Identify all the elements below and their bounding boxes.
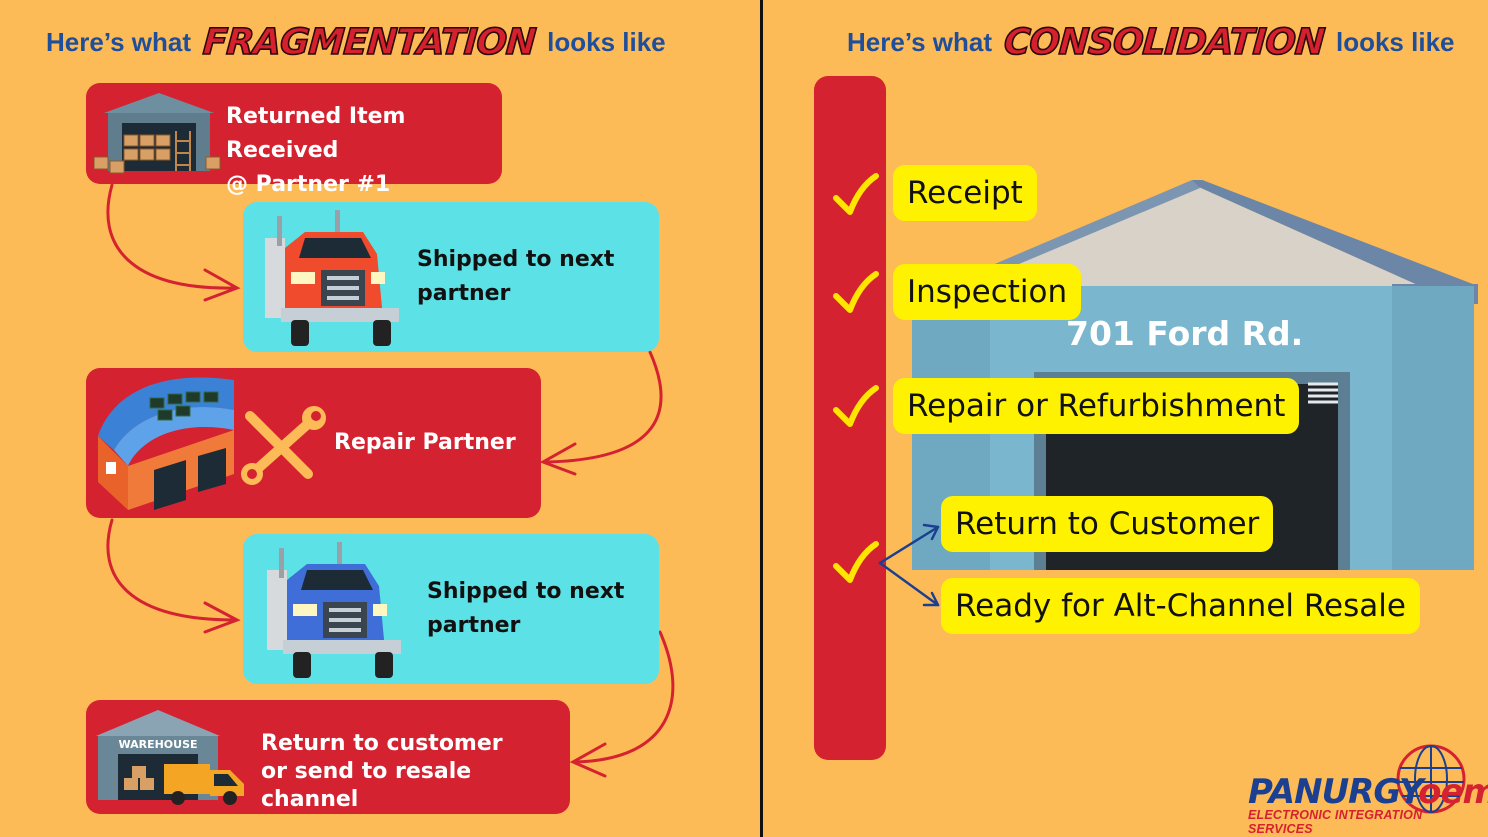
globe-icon <box>1396 744 1466 814</box>
check-icon <box>833 541 879 583</box>
flow-arrow <box>543 350 663 464</box>
red-truck-icon <box>265 210 399 346</box>
flow-arrow <box>106 518 237 622</box>
check-icon <box>833 173 879 215</box>
heading-prefix: Here’s what <box>46 26 191 57</box>
step-line: partner <box>417 281 511 306</box>
outcome-return-customer: Return to Customer <box>941 496 1274 552</box>
step-line: Shipped to next <box>417 247 615 272</box>
logo-suffix: oem <box>1418 772 1488 812</box>
step-line: or send to resale channel <box>261 759 472 812</box>
branch-arrows <box>878 523 940 607</box>
step-line: Repair Partner <box>334 430 516 455</box>
wrench-screwdriver-icon <box>241 406 326 485</box>
warehouse-icon <box>94 93 221 174</box>
step-line: Return to customer <box>261 731 503 756</box>
step-line: Returned Item Received <box>226 104 406 163</box>
step-shipped-1: Shipped to next partner <box>243 202 659 352</box>
outcome-alt-channel: Ready for Alt-Channel Resale <box>941 578 1420 634</box>
step-line: @ Partner #1 <box>226 172 391 197</box>
consolidation-heading: Here’s what CONSOLIDATION looks like <box>847 20 1454 64</box>
repair-facility-icon <box>98 377 234 510</box>
fragmentation-heading: Here’s what FRAGMENTATION looks like <box>46 20 666 64</box>
heading-suffix: looks like <box>547 26 666 57</box>
step-line: partner <box>427 613 521 638</box>
step-repair-partner: Repair Partner <box>86 368 541 518</box>
flow-arrow-head <box>203 601 241 634</box>
step-receipt: Receipt <box>893 165 1037 221</box>
step-shipped-2: Shipped to next partner <box>243 534 659 684</box>
company-logo: PANURGYoem <box>1248 772 1488 812</box>
center-divider <box>760 0 763 837</box>
step-returned-item: Returned Item Received @ Partner #1 <box>86 83 502 197</box>
flow-arrow-head <box>539 442 577 476</box>
step-repair: Repair or Refurbishment <box>893 378 1300 434</box>
warehouse-delivery-icon: WAREHOUSE <box>96 710 244 805</box>
logo-name: PANURGY <box>1248 772 1419 812</box>
flow-arrows <box>106 183 675 778</box>
blue-truck-icon <box>267 542 401 678</box>
flow-arrow <box>573 630 675 764</box>
step-return-customer: WAREHOUSE Return to customer or send to … <box>86 700 570 814</box>
step-inspection: Inspection <box>893 264 1082 320</box>
check-icon <box>833 385 879 427</box>
logo-tagline: ELECTRONIC INTEGRATION SERVICES <box>1248 808 1423 836</box>
step-line: Shipped to next <box>427 579 625 604</box>
flow-arrow-head <box>569 742 607 778</box>
warehouse-address: 701 Ford Rd. <box>1066 314 1304 353</box>
flow-arrow <box>106 183 237 290</box>
check-icon <box>833 271 879 313</box>
flow-arrow-head <box>203 268 241 302</box>
warehouse-sign: WAREHOUSE <box>118 738 197 751</box>
heading-prefix: Here’s what <box>847 26 992 57</box>
heading-keyword: CONSOLIDATION <box>1002 21 1326 64</box>
heading-suffix: looks like <box>1335 26 1455 57</box>
